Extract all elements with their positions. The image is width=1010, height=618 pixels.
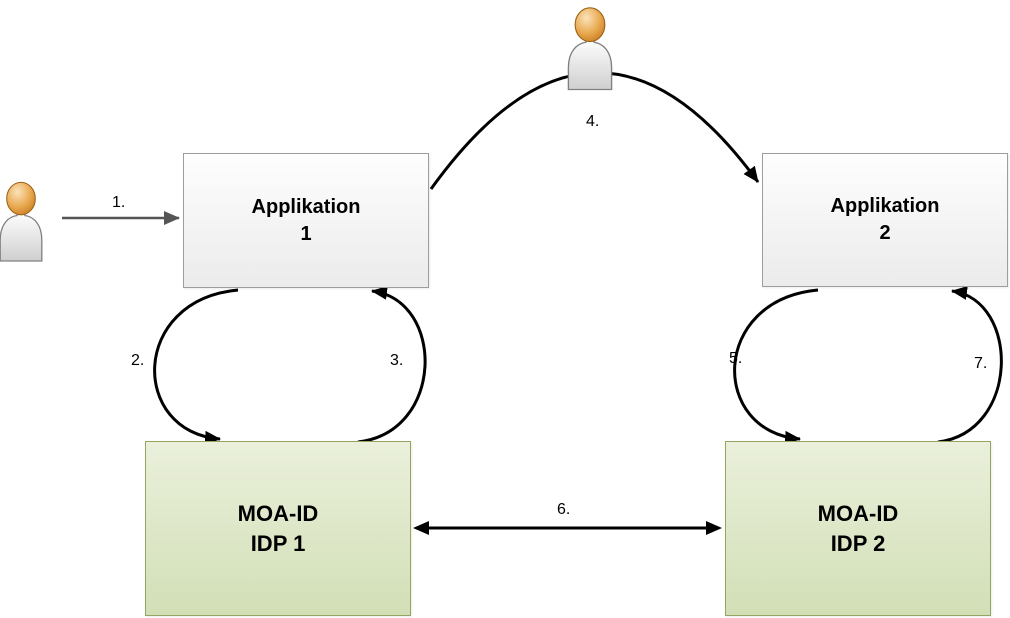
arrow-step-2 <box>153 288 239 445</box>
node-subtitle: 2 <box>879 222 891 244</box>
step-label-1: 1. <box>112 194 126 211</box>
node-moa-id-idp-1: MOA-ID IDP 1 <box>145 441 411 616</box>
node-title: Applikation <box>830 195 940 217</box>
node-moa-id-idp-2: MOA-ID IDP 2 <box>725 441 991 616</box>
node-title: MOA-ID <box>237 500 319 526</box>
node-title: Applikation <box>251 195 361 218</box>
step-label-6: 6. <box>557 501 571 518</box>
person-icon <box>0 181 43 262</box>
person-icon <box>567 7 613 91</box>
node-title: MOA-ID <box>817 500 899 526</box>
step-label-4: 4. <box>586 113 600 130</box>
node-subtitle: IDP 2 <box>830 530 886 556</box>
node-applikation-2: Applikation 2 <box>762 153 1008 287</box>
arrow-step-3 <box>357 285 427 444</box>
node-applikation-1: Applikation 1 <box>183 153 429 288</box>
arrow-step-6-right-head <box>706 521 722 535</box>
node-subtitle: IDP 1 <box>250 530 306 556</box>
step-label-5: 5. <box>729 350 743 367</box>
step-label-2: 2. <box>131 352 145 369</box>
arrow-step-5 <box>733 288 819 445</box>
arrow-step-6-left-head <box>413 521 429 535</box>
step-label-7: 7. <box>974 355 988 372</box>
node-subtitle: 1 <box>300 222 312 245</box>
step-label-3: 3. <box>390 352 404 369</box>
arrow-step-7 <box>937 286 1003 444</box>
